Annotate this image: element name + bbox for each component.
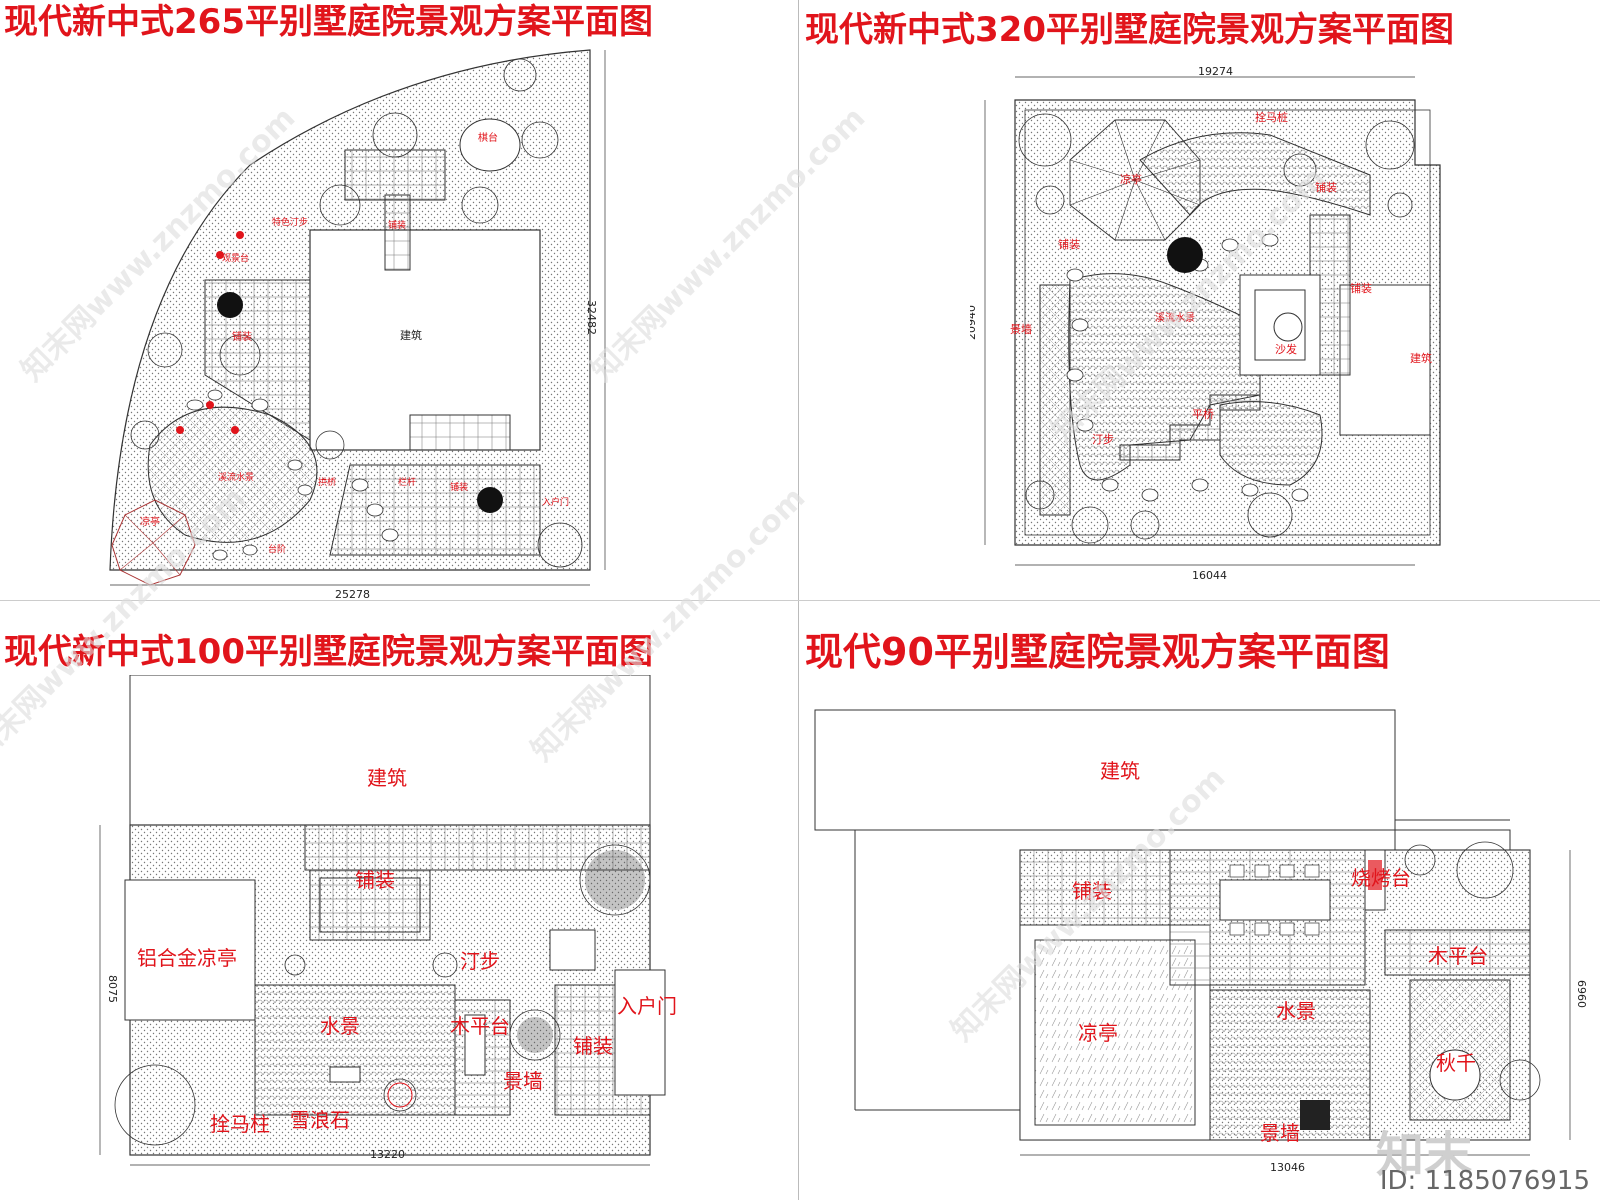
panel-3-title: 现代新中式100平别墅庭院景观方案平面图 [4, 632, 653, 672]
p3-label-paving-right: 铺装 [573, 1034, 613, 1058]
p3-label-snow-stone: 雪浪石 [290, 1108, 350, 1132]
p2-dim-bottom: 16044 [1192, 569, 1227, 582]
p2-label-paving-left: 铺装 [1058, 238, 1080, 251]
p3-alu-pavilion [124, 879, 256, 1021]
p2-building [1339, 284, 1431, 436]
panel-4-title: 现代90平别墅庭院景观方案平面图 [805, 630, 1390, 674]
p1-dim-height: 32482 [585, 300, 598, 335]
p3-dim-width: 13220 [370, 1148, 405, 1161]
panel-4-plan: 建筑 铺装 烧烤台 木平台 凉亭 水景 秋千 景墙 13046 6960 [814, 709, 1588, 1174]
p3-label-paving-top: 铺装 [355, 868, 395, 892]
p4-label-feature-wall: 景墙 [1260, 1121, 1300, 1145]
p1-label-railing: 栏杆 [398, 476, 416, 488]
p3-entry-door [614, 969, 666, 1096]
p1-label-decor-glass: 观景台 [222, 252, 249, 264]
watermark: 知末网www.znzmo.com [584, 100, 873, 389]
panel-3-plan: 建筑 铺装 铝合金凉亭 汀步 水景 木平台 入户门 铺装 景墙 拴马柱 雪浪石 … [99, 675, 677, 1166]
panel-1-plan: 棋台 铺装 特色汀步 观景台 建筑 铺装 溪流水景 栏杆 铺装 拱桥 凉亭 台阶… [109, 49, 606, 601]
p3-label-stepping-stones: 汀步 [460, 949, 500, 973]
p3-label-water-feature: 水景 [320, 1014, 360, 1038]
p1-label-paving-right: 铺装 [450, 481, 468, 493]
p3-label-hitching-post: 拴马柱 [210, 1112, 270, 1136]
p1-label-building: 建筑 [400, 328, 422, 342]
p4-label-water-feature: 水景 [1276, 999, 1316, 1023]
p1-label-paving-main: 铺装 [232, 330, 252, 343]
panel-divider-horizontal [0, 600, 1600, 601]
p2-label-stepping-stones: 汀步 [1092, 433, 1114, 446]
p3-label-entry-door: 入户门 [617, 994, 677, 1018]
p2-label-paving-right: 铺装 [1350, 282, 1372, 295]
panel-1-title: 现代新中式265平别墅庭院景观方案平面图 [4, 2, 653, 42]
p2-label-stream: 溪流水景 [1155, 311, 1195, 324]
p3-dim-height: 8075 [106, 975, 119, 1003]
znzmo-logo: 知末 [1376, 1127, 1473, 1183]
p2-dim-top: 19274 [1198, 65, 1233, 78]
p1-label-feature-steps: 特色汀步 [272, 216, 308, 228]
p2-label-feature-wall: 景墙 [1010, 322, 1032, 336]
p1-label-entry-door: 入户门 [542, 496, 569, 508]
p1-label-bridge: 拱桥 [318, 476, 336, 488]
p1-label-steps: 台阶 [268, 543, 286, 555]
p4-label-paving: 铺装 [1072, 879, 1112, 903]
p1-label-paving-top: 铺装 [388, 219, 406, 231]
p4-label-pavilion: 凉亭 [1078, 1021, 1118, 1045]
p4-label-bbq: 烧烤台 [1351, 866, 1411, 890]
p3-label-feature-wall: 景墙 [503, 1069, 543, 1093]
p1-building [309, 229, 541, 451]
panel-2-title: 现代新中式320平别墅庭院景观方案平面图 [805, 10, 1454, 50]
p1-dim-width: 25278 [335, 588, 370, 601]
p4-label-wood-deck: 木平台 [1428, 944, 1488, 968]
p1-label-pavilion: 凉亭 [140, 515, 160, 528]
p2-label-paving-top: 铺装 [1315, 181, 1337, 194]
p4-label-swing: 秋千 [1436, 1051, 1476, 1075]
p1-label-chess-table: 棋台 [478, 131, 498, 144]
p3-label-wood-deck: 木平台 [450, 1014, 510, 1038]
p4-dim-height: 6960 [1575, 980, 1588, 1008]
panel-2-plan: 19274 拴马桩 凉亭 铺装 铺装 [970, 65, 1441, 582]
p2-label-pavilion: 凉亭 [1120, 172, 1142, 186]
p4-dim-width: 13046 [1270, 1161, 1305, 1174]
p2-label-sofa: 沙发 [1275, 342, 1297, 356]
p2-label-flat-bridge: 平桥 [1192, 408, 1214, 421]
p4-label-building: 建筑 [1100, 759, 1140, 783]
p2-label-building: 建筑 [1410, 351, 1432, 365]
p1-label-stream: 溪流水景 [218, 471, 254, 483]
p2-label-hitching-post: 拴马桩 [1255, 110, 1288, 124]
image-id: ID: 1185076915 [1379, 1166, 1590, 1196]
p2-dim-height: 20940 [970, 305, 978, 340]
p3-label-building: 建筑 [367, 766, 407, 790]
p3-label-alu-pavilion: 铝合金凉亭 [137, 946, 237, 970]
